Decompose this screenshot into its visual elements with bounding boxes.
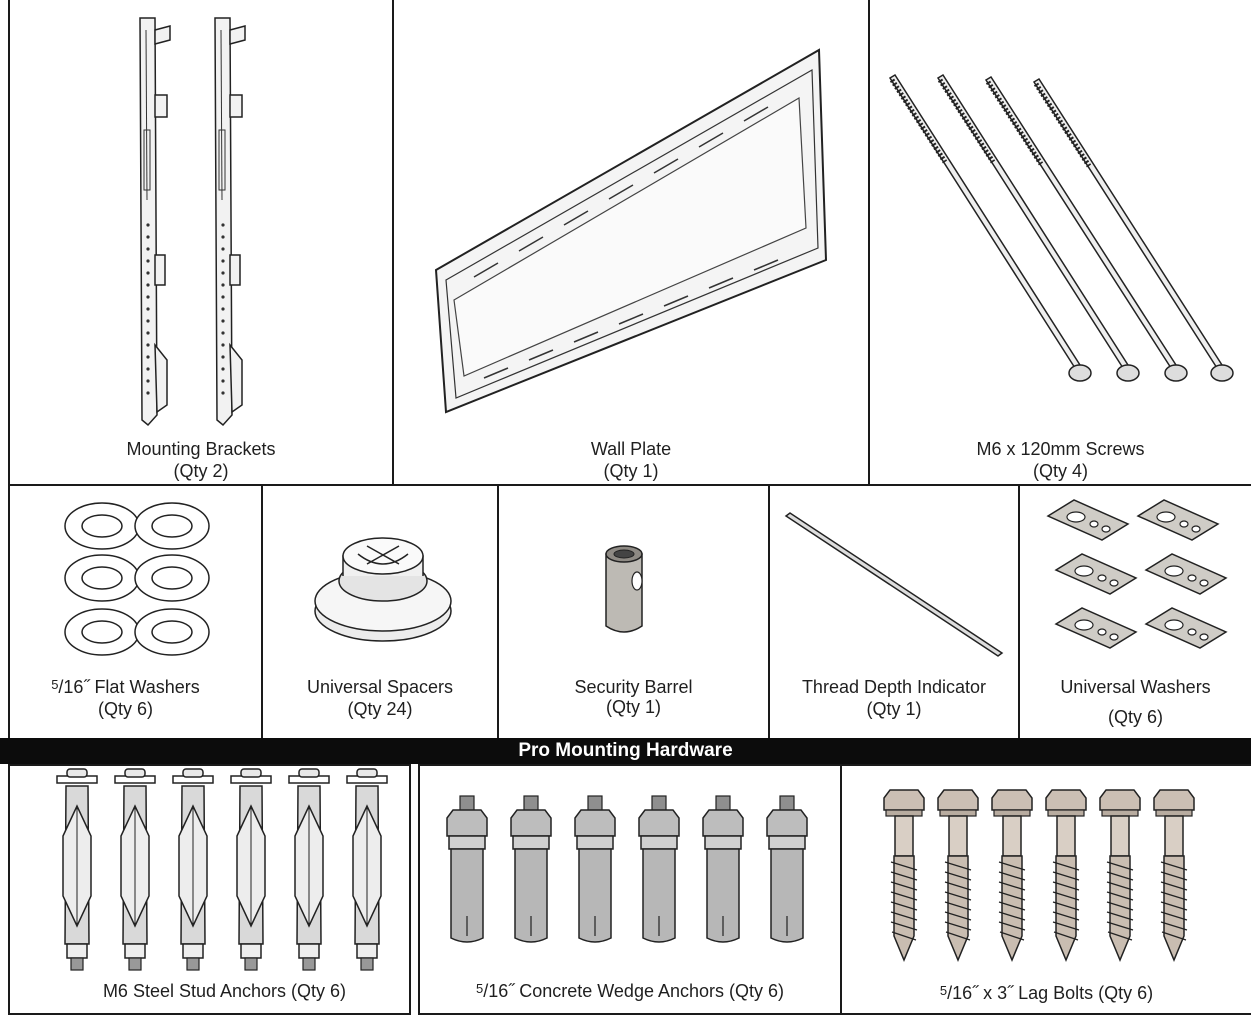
panel-mounting-brackets: Mounting Brackets (Qty 2) [8, 0, 394, 486]
fraction-numerator: 5 [939, 983, 948, 998]
panel-flat-washers: 5/16˝ Flat Washers (Qty 6) [8, 484, 263, 740]
mounting-brackets-illustration [139, 17, 246, 427]
thread-depth-indicator-illustration [784, 512, 1004, 657]
steel-stud-anchors-illustration [56, 768, 388, 971]
lag-bolts-illustration [883, 789, 1195, 961]
item-qty: (Qty 1) [866, 699, 922, 719]
item-name: Wall Plate [590, 439, 672, 459]
panel-concrete-wedge-anchors: 5/16˝ Concrete Wedge Anchors (Qty 6) [418, 764, 842, 1015]
item-qty: (Qty 1) [603, 461, 659, 481]
flat-washers-illustration [64, 502, 210, 656]
m6-screws-illustration [888, 73, 1234, 382]
panel-wall-plate: Wall Plate (Qty 1) [392, 0, 870, 486]
panel-m6-screws: M6 x 120mm Screws (Qty 4) [868, 0, 1251, 486]
panel-lag-bolts: 5/16˝ x 3˝ Lag Bolts (Qty 6) [840, 764, 1251, 1015]
item-qty: (Qty 1) [605, 697, 661, 717]
item-name: Thread Depth Indicator [801, 677, 987, 697]
universal-spacers-illustration [314, 537, 452, 642]
item-name: /16˝ Concrete Wedge Anchors (Qty 6) [483, 981, 785, 1001]
item-name: /16˝ Flat Washers [58, 677, 200, 697]
panel-universal-washers: Universal Washers (Qty 6) [1018, 484, 1251, 740]
section-banner: Pro Mounting Hardware [0, 738, 1251, 764]
item-name: Security Barrel [574, 677, 693, 697]
panel-universal-spacers: Universal Spacers (Qty 24) [261, 484, 499, 740]
panel-security-barrel: Security Barrel (Qty 1) [497, 484, 770, 740]
fraction-numerator: 5 [51, 677, 59, 692]
item-qty: (Qty 24) [347, 699, 413, 719]
item-qty: (Qty 6) [97, 699, 153, 719]
item-name: Mounting Brackets [126, 439, 276, 459]
item-qty: (Qty 6) [1107, 707, 1163, 727]
item-name: Universal Spacers [306, 677, 454, 697]
fraction-numerator: 5 [475, 981, 484, 996]
universal-washers-illustration [1046, 499, 1228, 649]
item-name: M6 x 120mm Screws [976, 439, 1145, 459]
item-name: M6 Steel Stud Anchors (Qty 6) [102, 981, 347, 1001]
item-name: /16˝ x 3˝ Lag Bolts (Qty 6) [947, 983, 1154, 1003]
panel-thread-depth-indicator: Thread Depth Indicator (Qty 1) [768, 484, 1020, 740]
item-qty: (Qty 4) [1032, 461, 1088, 481]
item-name: Universal Washers [1060, 677, 1211, 697]
wall-plate-illustration [434, 48, 828, 414]
concrete-wedge-anchors-illustration [446, 795, 808, 943]
panel-steel-stud-anchors: M6 Steel Stud Anchors (Qty 6) [8, 764, 411, 1015]
item-qty: (Qty 2) [173, 461, 229, 481]
security-barrel-illustration [605, 545, 643, 633]
